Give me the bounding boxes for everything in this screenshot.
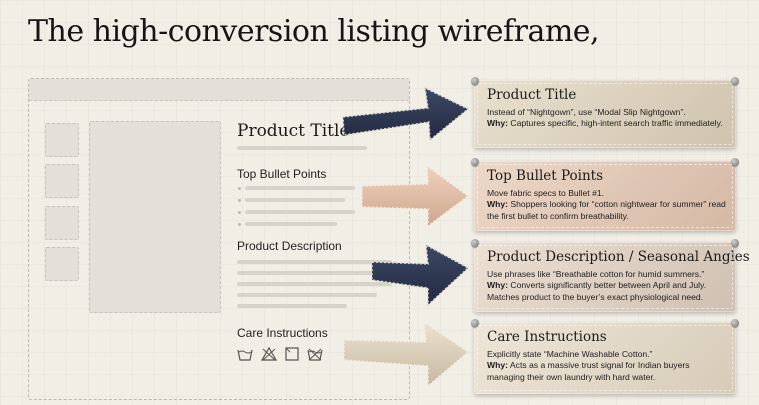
note-card-care: Care Instructions Explicitly state “Mach… [471,319,739,394]
main-image-placeholder [89,121,221,313]
title-text-line [237,146,367,150]
bullet-dot [238,211,241,214]
bullet-text-line [245,186,355,190]
wash-tub-icon [237,349,253,361]
card-body: Explicitly state “Machine Washable Cotto… [487,349,728,383]
wireframe-care-label: Care Instructions [237,326,328,340]
page-title: The high-conversion listing wireframe, [28,14,600,49]
card-title: Product Title [487,87,577,103]
wireframe-header-bar [29,79,409,101]
pushpin-icon [731,77,739,85]
card-title: Care Instructions [487,329,607,345]
card-body: Use phrases like “Breathable cotton for … [487,269,728,303]
thumbnail-placeholder [45,206,79,240]
pushpin-icon [731,158,739,166]
bullet-text-line [245,210,355,214]
card-body: Instead of “Nightgown”, use “Modal Slip … [487,107,728,130]
note-card-product-title: Product Title Instead of “Nightgown”, us… [471,77,739,148]
description-text-line [237,271,387,275]
no-bleach-icon [261,347,277,361]
why-label: Why: [487,199,509,210]
bullet-dot [238,199,241,202]
card-text: Explicitly state “Machine Washable Cotto… [487,349,653,359]
pushpin-icon [471,319,479,327]
note-card-top-bullets: Top Bullet Points Move fabric specs to B… [471,158,739,231]
description-text-line [237,293,377,297]
card-why-text: Acts as a massive trust signal for India… [487,360,690,382]
card-text: Instead of “Nightgown”, use “Modal Slip … [487,107,686,117]
note-card-description: Product Description / Seasonal Angles Us… [471,239,750,312]
arrow-to-product-title [342,86,470,142]
card-why-text: Captures specific, high-intent search tr… [508,118,723,129]
pushpin-icon [731,319,739,327]
tumble-dry-icon [285,347,299,361]
thumbnail-placeholder [45,164,79,198]
wireframe-product-title: Product Title [237,121,350,141]
arrow-to-description [371,243,470,307]
card-body: Move fabric specs to Bullet #1. Why: Sho… [487,188,728,222]
card-why-text: Shoppers looking for “cotton nightwear f… [487,199,726,221]
card-why-text: Converts significantly better between Ap… [487,280,707,302]
why-label: Why: [487,360,509,371]
bullet-dot [238,223,241,226]
no-dry-clean-icon [307,348,323,361]
arrow-to-top-bullets [361,164,470,228]
thumbnail-placeholder [45,247,79,281]
pushpin-icon [731,239,739,247]
bullet-text-line [245,222,337,226]
pushpin-icon [471,239,479,247]
why-label: Why: [487,118,509,129]
pushpin-icon [471,77,479,85]
wireframe-bullets-label: Top Bullet Points [237,167,327,181]
description-text-line [237,304,347,308]
care-icons-row [237,347,323,361]
card-text: Use phrases like “Breathable cotton for … [487,269,705,279]
listing-wireframe: Product Title Top Bullet Points Product … [28,78,410,400]
thumbnail-placeholder [45,123,79,157]
card-title: Top Bullet Points [487,168,604,184]
description-text-line [237,260,392,264]
arrow-to-care [343,320,470,388]
why-label: Why: [487,280,509,291]
card-text: Move fabric specs to Bullet #1. [487,188,605,198]
card-title: Product Description / Seasonal Angles [487,249,750,265]
bullet-dot [238,187,241,190]
wireframe-description-label: Product Description [237,239,342,253]
bullet-text-line [245,198,345,202]
description-text-line [237,282,392,286]
pushpin-icon [471,158,479,166]
